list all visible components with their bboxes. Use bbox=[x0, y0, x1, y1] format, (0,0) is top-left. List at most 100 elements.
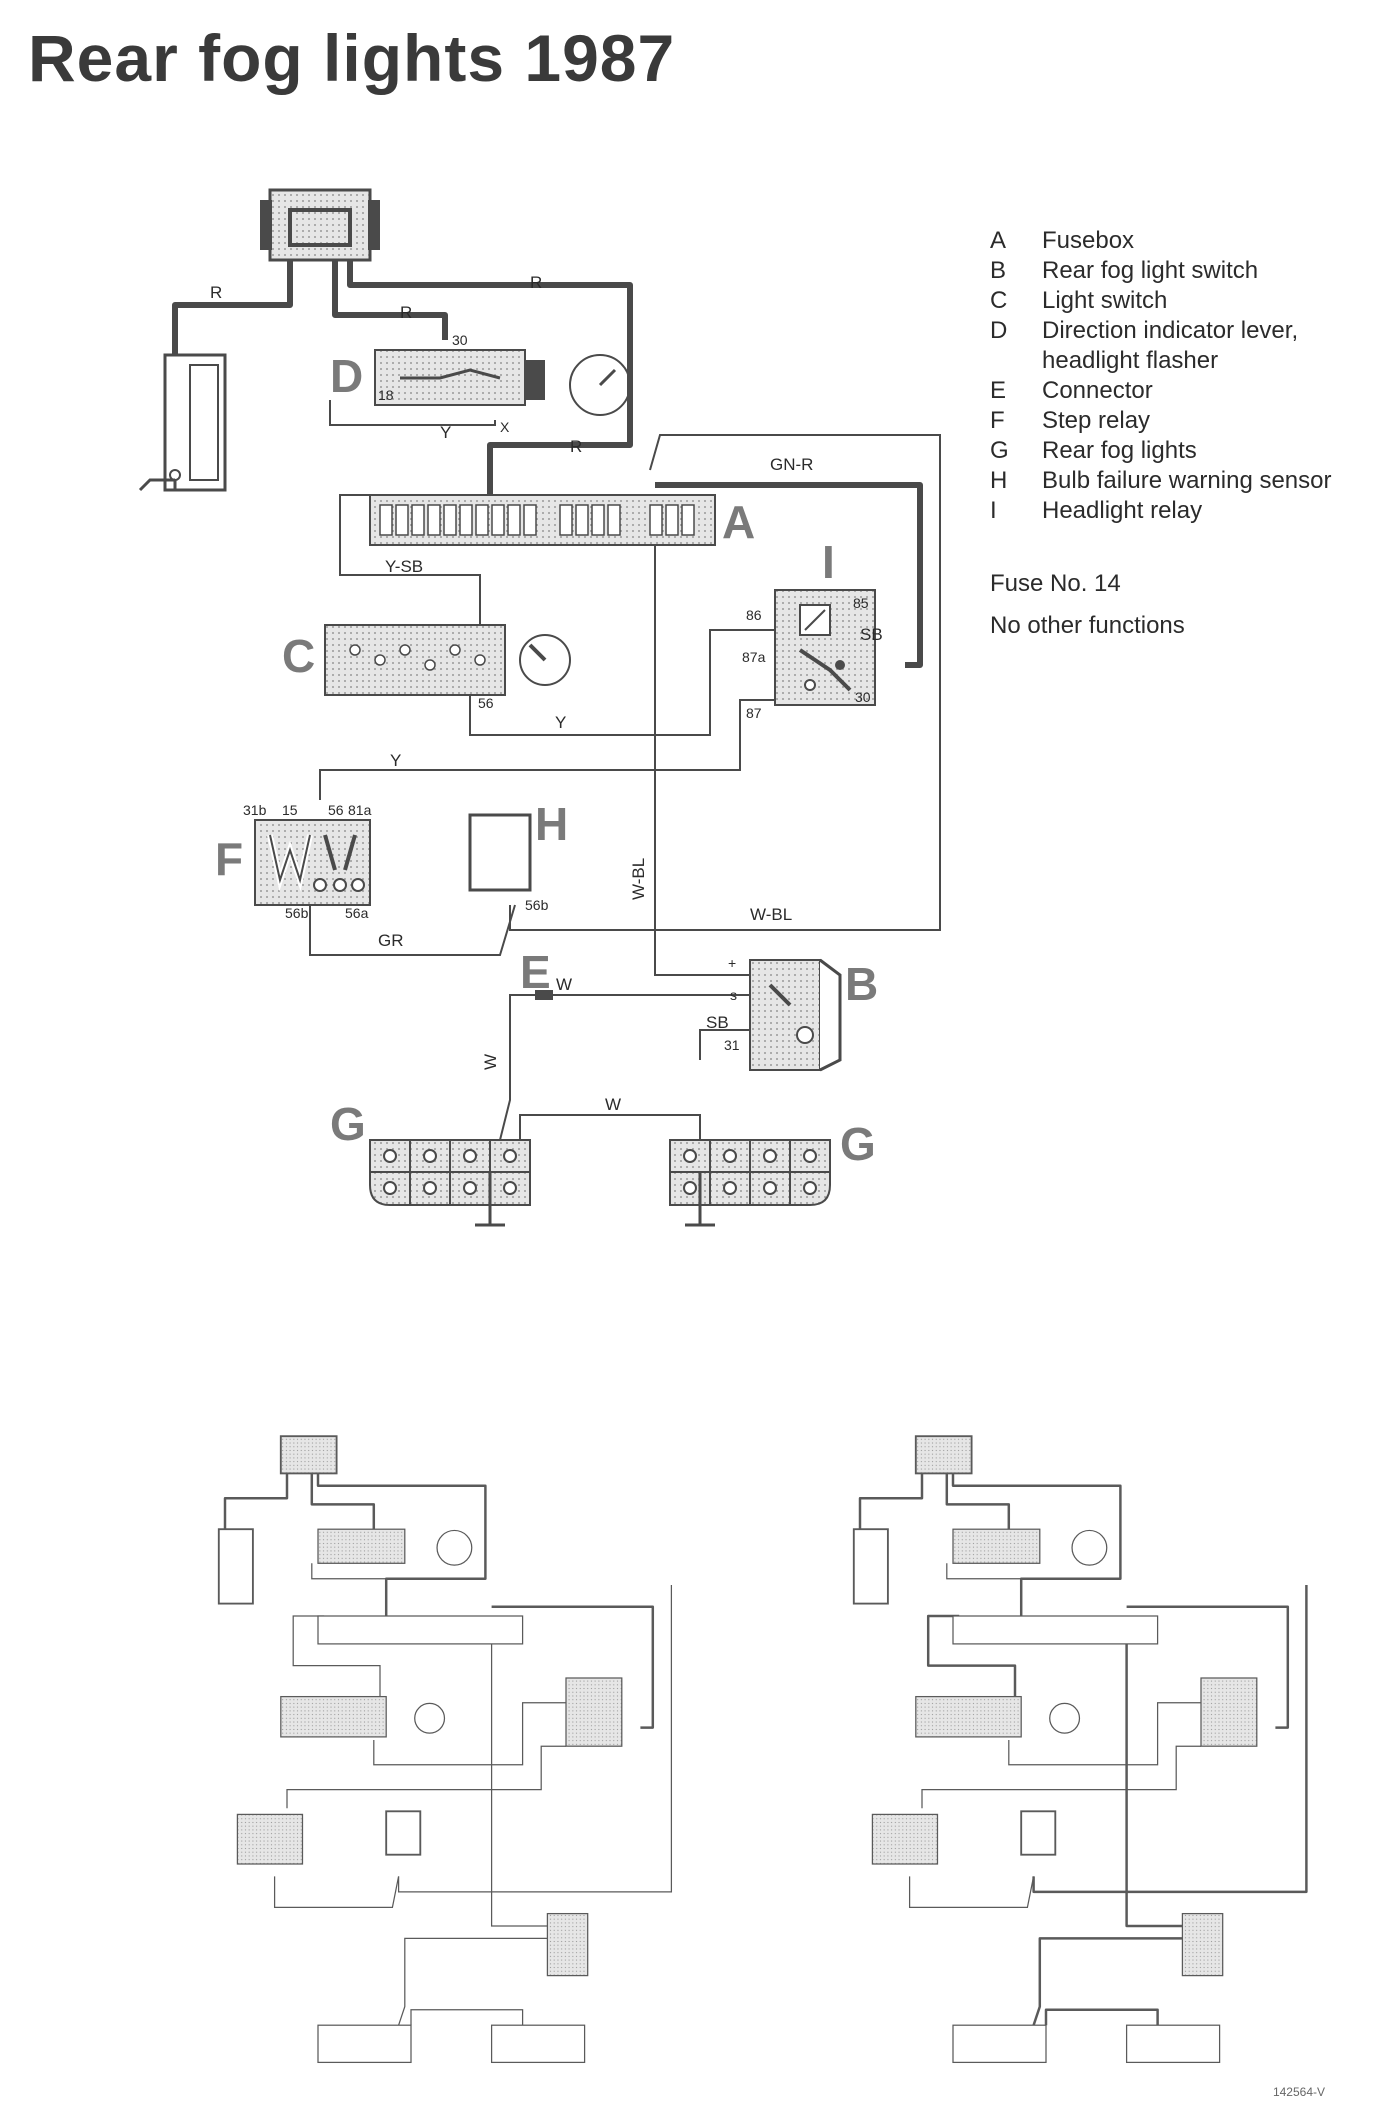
label-f: F bbox=[215, 833, 243, 885]
legend-label: Light switch bbox=[1042, 287, 1168, 314]
label-c: C bbox=[282, 630, 315, 682]
legend-label: Headlight relay bbox=[1042, 497, 1203, 524]
legend-key: G bbox=[990, 437, 1009, 464]
terminal-56-f: 56 bbox=[328, 802, 344, 818]
legend-item: G Rear fog lights bbox=[990, 436, 1370, 466]
terminal-56b-f: 56b bbox=[285, 905, 309, 921]
wire-label-wbl: W-BL bbox=[750, 905, 792, 924]
legend-key: F bbox=[990, 407, 1005, 434]
legend-label: Rear fog light switch bbox=[1042, 257, 1259, 284]
terminal-85: 85 bbox=[853, 595, 869, 611]
legend-key: E bbox=[990, 377, 1007, 404]
terminal-56a: 56a bbox=[345, 905, 369, 921]
label-d: D bbox=[330, 350, 363, 402]
legend-item: H Bulb failure warning sensor bbox=[990, 466, 1370, 496]
terminal-87a: 87a bbox=[742, 649, 766, 665]
wire-gr bbox=[309, 904, 516, 956]
legend-label: Direction indicator lever, bbox=[1042, 317, 1299, 344]
component-a-fusebox bbox=[369, 494, 716, 546]
wire-label-wbl-vertical: W-BL bbox=[629, 858, 648, 900]
other-functions-note: No other functions bbox=[990, 612, 1185, 639]
label-g-right: G bbox=[840, 1118, 876, 1170]
label-e: E bbox=[520, 946, 551, 998]
wire-gnr bbox=[655, 482, 923, 668]
legend-item: B Rear fog light switch bbox=[990, 256, 1370, 286]
legend-key: A bbox=[990, 227, 1007, 254]
component-c-light-switch bbox=[324, 624, 571, 696]
legend-label: Rear fog lights bbox=[1042, 437, 1197, 464]
label-a: A bbox=[722, 496, 755, 548]
terminal-81a: 81a bbox=[348, 802, 372, 818]
component-g-left bbox=[369, 1139, 531, 1227]
terminal-30-relay: 30 bbox=[855, 689, 871, 705]
component-d bbox=[374, 349, 631, 416]
legend-key: C bbox=[990, 287, 1008, 314]
terminal-31: 31 bbox=[724, 1037, 740, 1053]
component-g-right bbox=[669, 1139, 831, 1227]
wire-label-r: R bbox=[210, 283, 222, 302]
page-title: Rear fog lights 1987 bbox=[28, 21, 676, 95]
legend-key: H bbox=[990, 467, 1008, 494]
wires-thin bbox=[309, 400, 941, 1141]
wire-label-r: R bbox=[530, 273, 542, 292]
component-h-sensor bbox=[468, 813, 532, 892]
component-b-fog-switch bbox=[749, 958, 842, 1072]
wire-r-d bbox=[332, 255, 448, 340]
wire-sb bbox=[699, 1029, 750, 1060]
wire-label-ysb: Y-SB bbox=[385, 557, 423, 576]
legend-label: Connector bbox=[1042, 377, 1153, 404]
legend-label: Bulb failure warning sensor bbox=[1042, 467, 1332, 494]
wire-label-gnr: GN-R bbox=[770, 455, 813, 474]
wire-label-w-vertical: W bbox=[481, 1054, 500, 1070]
wire-label-r: R bbox=[400, 303, 412, 322]
wire-y-c bbox=[469, 629, 775, 736]
wire-label-y: Y bbox=[440, 423, 451, 442]
wire-label-r: R bbox=[570, 437, 582, 456]
component-e-connector bbox=[535, 990, 553, 1000]
terminal-s: s bbox=[730, 987, 737, 1003]
terminal-30: 30 bbox=[452, 332, 468, 348]
legend-item: E Connector bbox=[990, 376, 1370, 406]
legend-label: headlight flasher bbox=[1042, 347, 1219, 374]
wires-thick bbox=[172, 255, 923, 693]
terminal-56: 56 bbox=[478, 695, 494, 711]
legend-item: I Headlight relay bbox=[990, 496, 1370, 526]
legend-key: D bbox=[990, 317, 1008, 344]
legend-item: C Light switch bbox=[990, 286, 1370, 316]
legend-key: B bbox=[990, 257, 1007, 284]
terminal-87: 87 bbox=[746, 705, 762, 721]
label-g-left: G bbox=[330, 1098, 366, 1150]
wire-wbl-a bbox=[654, 530, 750, 976]
wire-y-d bbox=[329, 400, 496, 426]
component-i-headlight-relay bbox=[774, 589, 876, 706]
wire-w-lights bbox=[519, 1114, 701, 1140]
ignition-connector bbox=[260, 188, 380, 262]
terminal-86: 86 bbox=[746, 607, 762, 623]
wire-label-y: Y bbox=[390, 751, 401, 770]
wire-r-battery bbox=[172, 255, 293, 355]
wire-ysb bbox=[339, 494, 481, 625]
terminal-15: 15 bbox=[282, 802, 298, 818]
wire-wbl-h bbox=[509, 434, 941, 931]
wire-r-fusebox bbox=[347, 255, 633, 495]
wire-label-w: W bbox=[605, 1095, 621, 1114]
terminal-x: X bbox=[500, 419, 510, 435]
wire-label-w: W bbox=[556, 975, 572, 994]
legend-item: headlight flasher bbox=[990, 346, 1370, 376]
label-i: I bbox=[822, 536, 835, 588]
terminal-31b: 31b bbox=[243, 802, 267, 818]
wire-y-f bbox=[319, 699, 775, 800]
terminal-plus: + bbox=[728, 955, 736, 971]
drawing-code: 142564-V bbox=[1272, 2085, 1325, 2099]
component-f-step-relay bbox=[254, 819, 371, 906]
wire-label-sb: SB bbox=[706, 1013, 729, 1032]
wire-label-y: Y bbox=[555, 713, 566, 732]
legend-key: I bbox=[990, 497, 997, 524]
wire-label-sb: SB bbox=[860, 625, 883, 644]
